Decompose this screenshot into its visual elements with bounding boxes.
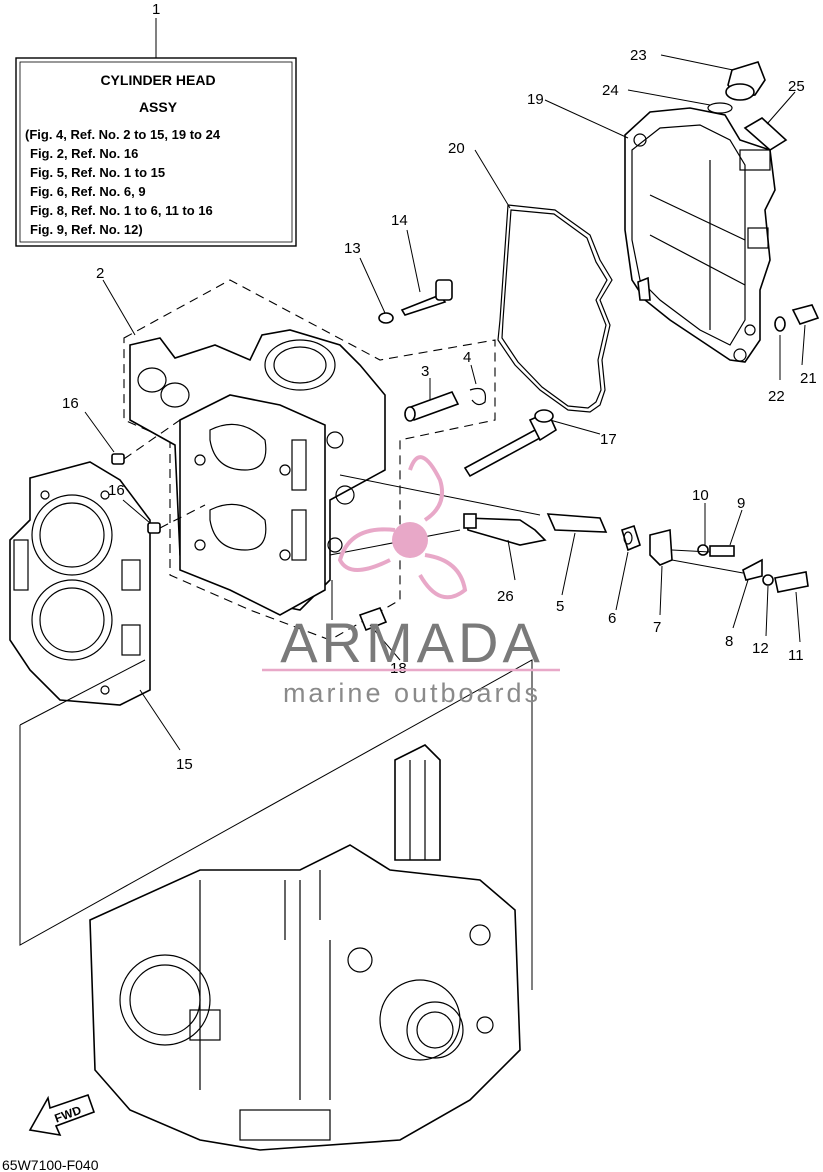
callout-21: 21 bbox=[800, 370, 817, 387]
o-ring bbox=[707, 102, 733, 114]
assy-title-line2: ASSY bbox=[139, 99, 178, 115]
forward-arrow-icon: FWD bbox=[28, 1093, 96, 1137]
watermark-tagline: marine outboards bbox=[283, 678, 541, 708]
callout-18: 18 bbox=[390, 660, 407, 677]
callout-16: 16 bbox=[62, 395, 79, 412]
callout-16: 16 bbox=[108, 482, 125, 499]
propeller-logo-icon bbox=[337, 455, 468, 600]
callout-10: 10 bbox=[692, 487, 709, 504]
anode bbox=[546, 513, 608, 533]
callout-23: 23 bbox=[630, 47, 647, 64]
grommet bbox=[621, 524, 641, 552]
label-plate bbox=[743, 117, 788, 151]
spark-plug bbox=[463, 513, 547, 546]
leader-lines bbox=[84, 54, 806, 751]
collar bbox=[404, 391, 460, 422]
armada-watermark: ARMADA marine outboards bbox=[262, 455, 560, 708]
callout-1: 1 bbox=[152, 1, 160, 18]
diagram-code: 65W7100-F040 bbox=[2, 1157, 99, 1172]
callout-25: 25 bbox=[788, 78, 805, 95]
callout-6: 6 bbox=[608, 610, 616, 627]
cylinder-head-cover bbox=[624, 107, 776, 363]
callout-3: 3 bbox=[421, 363, 429, 380]
clip bbox=[469, 387, 487, 406]
cover-bolt bbox=[774, 304, 820, 332]
cylinder-head bbox=[129, 329, 386, 616]
callout-19: 19 bbox=[527, 91, 544, 108]
callout-5: 5 bbox=[556, 598, 564, 615]
callout-4: 4 bbox=[463, 349, 471, 366]
head-gasket bbox=[9, 461, 151, 706]
callout-26: 26 bbox=[497, 588, 514, 605]
flange-bolt bbox=[331, 580, 388, 632]
cylinder-block bbox=[89, 744, 521, 1151]
assy-ref-line: Fig. 6, Ref. No. 6, 9 bbox=[30, 184, 146, 199]
assy-ref-line: Fig. 2, Ref. No. 16 bbox=[30, 146, 138, 161]
cover-plate bbox=[649, 528, 673, 566]
callout-20: 20 bbox=[448, 140, 465, 157]
assy-ref-line: (Fig. 4, Ref. No. 2 to 15, 19 to 24 bbox=[25, 127, 221, 142]
head-bolt-short bbox=[378, 279, 453, 324]
callout-17: 17 bbox=[600, 431, 617, 448]
assembly-info-box: 1 CYLINDER HEAD ASSY (Fig. 4, Ref. No. 2… bbox=[15, 1, 297, 247]
callout-9: 9 bbox=[737, 495, 745, 512]
watermark-brand: ARMADA bbox=[280, 611, 544, 674]
callout-15: 15 bbox=[176, 756, 193, 773]
callout-2: 2 bbox=[96, 265, 104, 282]
small-bolts bbox=[671, 544, 809, 593]
callout-22: 22 bbox=[768, 388, 785, 405]
head-bolt-long bbox=[463, 409, 558, 478]
callout-14: 14 bbox=[391, 212, 408, 229]
callout-8: 8 bbox=[725, 633, 733, 650]
assy-ref-line: Fig. 9, Ref. No. 12) bbox=[30, 222, 143, 237]
dowel-pins bbox=[111, 419, 206, 534]
assy-title-line1: CYLINDER HEAD bbox=[100, 72, 215, 88]
assy-ref-line: Fig. 8, Ref. No. 1 to 6, 11 to 16 bbox=[30, 203, 213, 218]
callout-24: 24 bbox=[602, 82, 619, 99]
callout-7: 7 bbox=[653, 619, 661, 636]
callout-12: 12 bbox=[752, 640, 769, 657]
callout-11: 11 bbox=[788, 647, 804, 664]
callout-13: 13 bbox=[344, 240, 361, 257]
oil-filler-cap bbox=[725, 61, 766, 101]
callout-labels: 2 3 4 5 6 7 8 9 10 11 12 13 14 15 16 16 … bbox=[62, 47, 817, 773]
assy-ref-line: Fig. 5, Ref. No. 1 to 15 bbox=[30, 165, 165, 180]
cover-gasket bbox=[497, 204, 613, 413]
